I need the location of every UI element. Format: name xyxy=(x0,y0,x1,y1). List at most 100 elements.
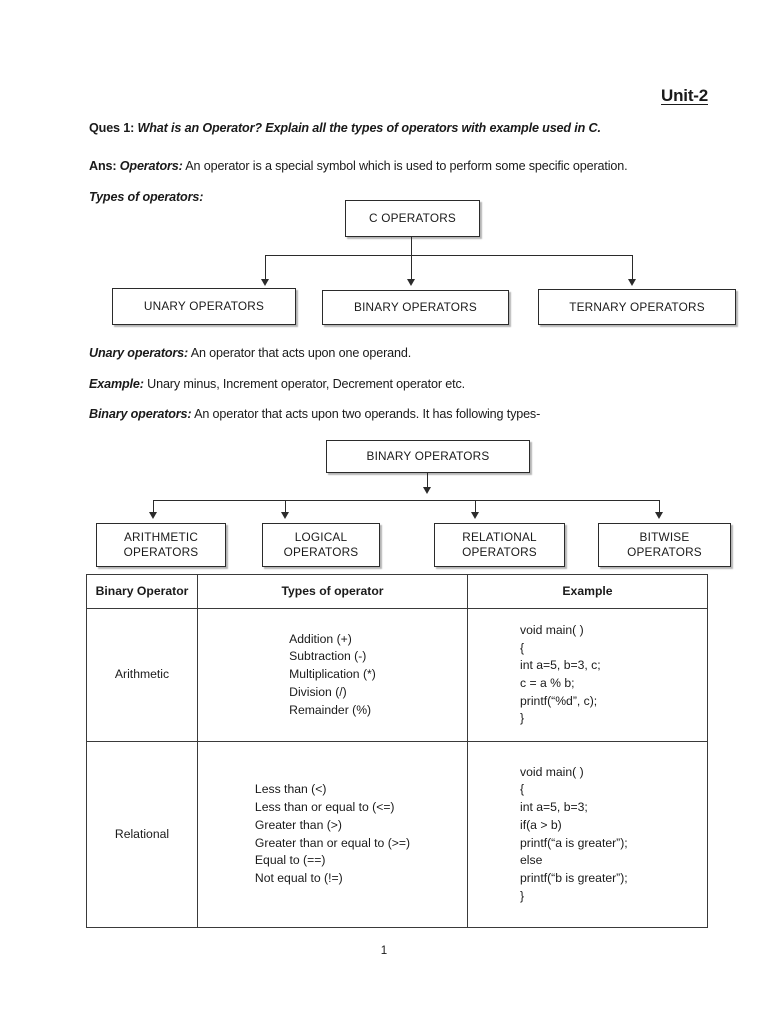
connector-bus xyxy=(265,255,633,257)
cell-example-code: void main( ) { int a=5, b=3; if(a > b) p… xyxy=(467,741,708,928)
flow-node-label-line1: ARITHMETIC xyxy=(123,530,199,545)
code-line: } xyxy=(520,888,525,903)
cell-operator-name: Arithmetic xyxy=(86,608,198,742)
answer-prefix: Ans: xyxy=(89,159,117,173)
unary-description: Unary operators: An operator that acts u… xyxy=(89,346,411,362)
list-item: Remainder (%) xyxy=(289,702,372,717)
flow2-node-relational-operators: RELATIONAL OPERATORS xyxy=(434,523,565,567)
flow2-node-binary-operators: BINARY OPERATORS xyxy=(326,440,530,473)
arrow-head-root xyxy=(423,487,431,494)
list-item: Subtraction (-) xyxy=(289,649,367,664)
connector2-root-stem xyxy=(427,473,429,490)
flow-node-unary-operators: UNARY OPERATORS xyxy=(112,288,296,325)
flow-node-label-line2: OPERATORS xyxy=(462,545,537,559)
binary-text: An operator that acts upon two operands.… xyxy=(194,407,541,421)
cell-operator-name: Relational xyxy=(86,741,198,928)
binary-term: Binary operators: xyxy=(89,407,192,421)
list-item: Multiplication (*) xyxy=(289,667,376,682)
flow2-node-logical-operators: LOGICAL OPERATORS xyxy=(262,523,380,567)
code-line: { xyxy=(520,640,525,655)
code-block: void main( ) { int a=5, b=3; if(a > b) p… xyxy=(468,764,707,906)
code-line: } xyxy=(520,711,525,726)
code-line: int a=5, b=3, c; xyxy=(520,658,601,673)
question-label: Ques 1: xyxy=(89,121,135,135)
connector2-drop-4 xyxy=(659,500,661,514)
connector2-drop-2 xyxy=(285,500,287,514)
list-item: Less than or equal to (<=) xyxy=(254,800,395,815)
unary-term: Unary operators: xyxy=(89,346,189,360)
binary-description: Binary operators: An operator that acts … xyxy=(89,407,540,423)
example-term: Example: xyxy=(89,377,144,391)
flow-node-c-operators: C OPERATORS xyxy=(345,200,480,237)
arrow-head2-1 xyxy=(149,512,157,519)
flow-node-label-line1: BITWISE xyxy=(639,530,690,545)
answer-line: Ans: Operators: An operator is a special… xyxy=(89,159,628,175)
code-line: printf(“%d”, c); xyxy=(520,693,598,708)
code-line: void main( ) xyxy=(520,622,584,637)
flow-node-label: UNARY OPERATORS xyxy=(143,299,265,314)
operators-table: Binary Operator Types of operator Exampl… xyxy=(86,574,708,928)
question-line: Ques 1: What is an Operator? Explain all… xyxy=(89,121,601,137)
flow-node-label: C OPERATORS xyxy=(369,211,456,226)
code-line: c = a % b; xyxy=(520,676,575,690)
code-line: printf(“a is greater”); xyxy=(520,835,628,850)
list-item: Greater than (>) xyxy=(254,817,342,832)
flow-node-label-line2: OPERATORS xyxy=(627,545,702,559)
flow-node-ternary-operators: TERNARY OPERATORS xyxy=(538,289,736,325)
connector-root-stem xyxy=(411,237,413,255)
example-text: Unary minus, Increment operator, Decreme… xyxy=(147,377,465,391)
table-header-binary-operator: Binary Operator xyxy=(86,574,198,609)
flow-node-label-line2: OPERATORS xyxy=(123,545,199,559)
table-row: Relational Less than (<) Less than or eq… xyxy=(86,741,708,928)
cell-operator-types: Addition (+) Subtraction (-) Multiplicat… xyxy=(197,608,468,742)
flow-node-label: BINARY OPERATORS xyxy=(354,300,477,315)
connector-drop-1 xyxy=(265,255,267,281)
arrow-head-2 xyxy=(407,279,415,286)
list-item: Less than (<) xyxy=(254,782,327,797)
flow-node-label-line1: LOGICAL xyxy=(294,530,348,545)
code-line: if(a > b) xyxy=(520,817,562,832)
table-header-types-of-operator: Types of operator xyxy=(197,574,468,609)
connector2-drop-1 xyxy=(153,500,155,514)
list-item: Addition (+) xyxy=(289,631,352,646)
code-line: printf(“b is greater”); xyxy=(520,870,628,885)
types-of-operators-heading: Types of operators: xyxy=(89,190,204,204)
answer-term: Operators: xyxy=(119,159,183,173)
flow-node-binary-operators: BINARY OPERATORS xyxy=(322,290,509,325)
list-item: Not equal to (!=) xyxy=(254,870,343,885)
flow-node-label: TERNARY OPERATORS xyxy=(569,299,705,314)
arrow-head2-2 xyxy=(281,512,289,519)
list-item: Greater than or equal to (>=) xyxy=(254,835,411,850)
unary-text: An operator that acts upon one operand. xyxy=(190,346,412,360)
connector-drop-3 xyxy=(632,255,634,281)
code-line: int a=5, b=3; xyxy=(520,800,588,815)
question-text: What is an Operator? Explain all the typ… xyxy=(137,121,601,135)
table-header-example: Example xyxy=(467,574,708,609)
flow2-node-arithmetic-operators: ARITHMETIC OPERATORS xyxy=(96,523,226,567)
flow2-node-bitwise-operators: BITWISE OPERATORS xyxy=(598,523,731,567)
list-item: Division (/) xyxy=(289,684,347,699)
connector-drop-2 xyxy=(411,255,413,281)
table-row: Arithmetic Addition (+) Subtraction (-) … xyxy=(86,608,708,742)
arrow-head2-4 xyxy=(655,512,663,519)
code-line: else xyxy=(520,853,543,868)
answer-text: An operator is a special symbol which is… xyxy=(185,159,628,173)
example-description: Example: Unary minus, Increment operator… xyxy=(89,377,465,393)
arrow-head-3 xyxy=(628,279,636,286)
table-header-row: Binary Operator Types of operator Exampl… xyxy=(86,574,708,609)
arrow-head-1 xyxy=(261,279,269,286)
cell-operator-types: Less than (<) Less than or equal to (<=)… xyxy=(197,741,468,928)
connector2-drop-3 xyxy=(475,500,477,514)
cell-example-code: void main( ) { int a=5, b=3, c; c = a % … xyxy=(467,608,708,742)
types-list: Less than (<) Less than or equal to (<=)… xyxy=(255,781,410,887)
list-item: Equal to (==) xyxy=(254,853,326,868)
page-number: 1 xyxy=(380,945,388,957)
types-list: Addition (+) Subtraction (-) Multiplicat… xyxy=(289,631,376,719)
code-block: void main( ) { int a=5, b=3, c; c = a % … xyxy=(468,622,707,728)
code-line: { xyxy=(520,782,525,797)
code-line: void main( ) xyxy=(520,764,584,779)
connector2-bus xyxy=(153,500,660,502)
flow-node-label-line1: RELATIONAL xyxy=(462,530,537,545)
arrow-head2-3 xyxy=(471,512,479,519)
